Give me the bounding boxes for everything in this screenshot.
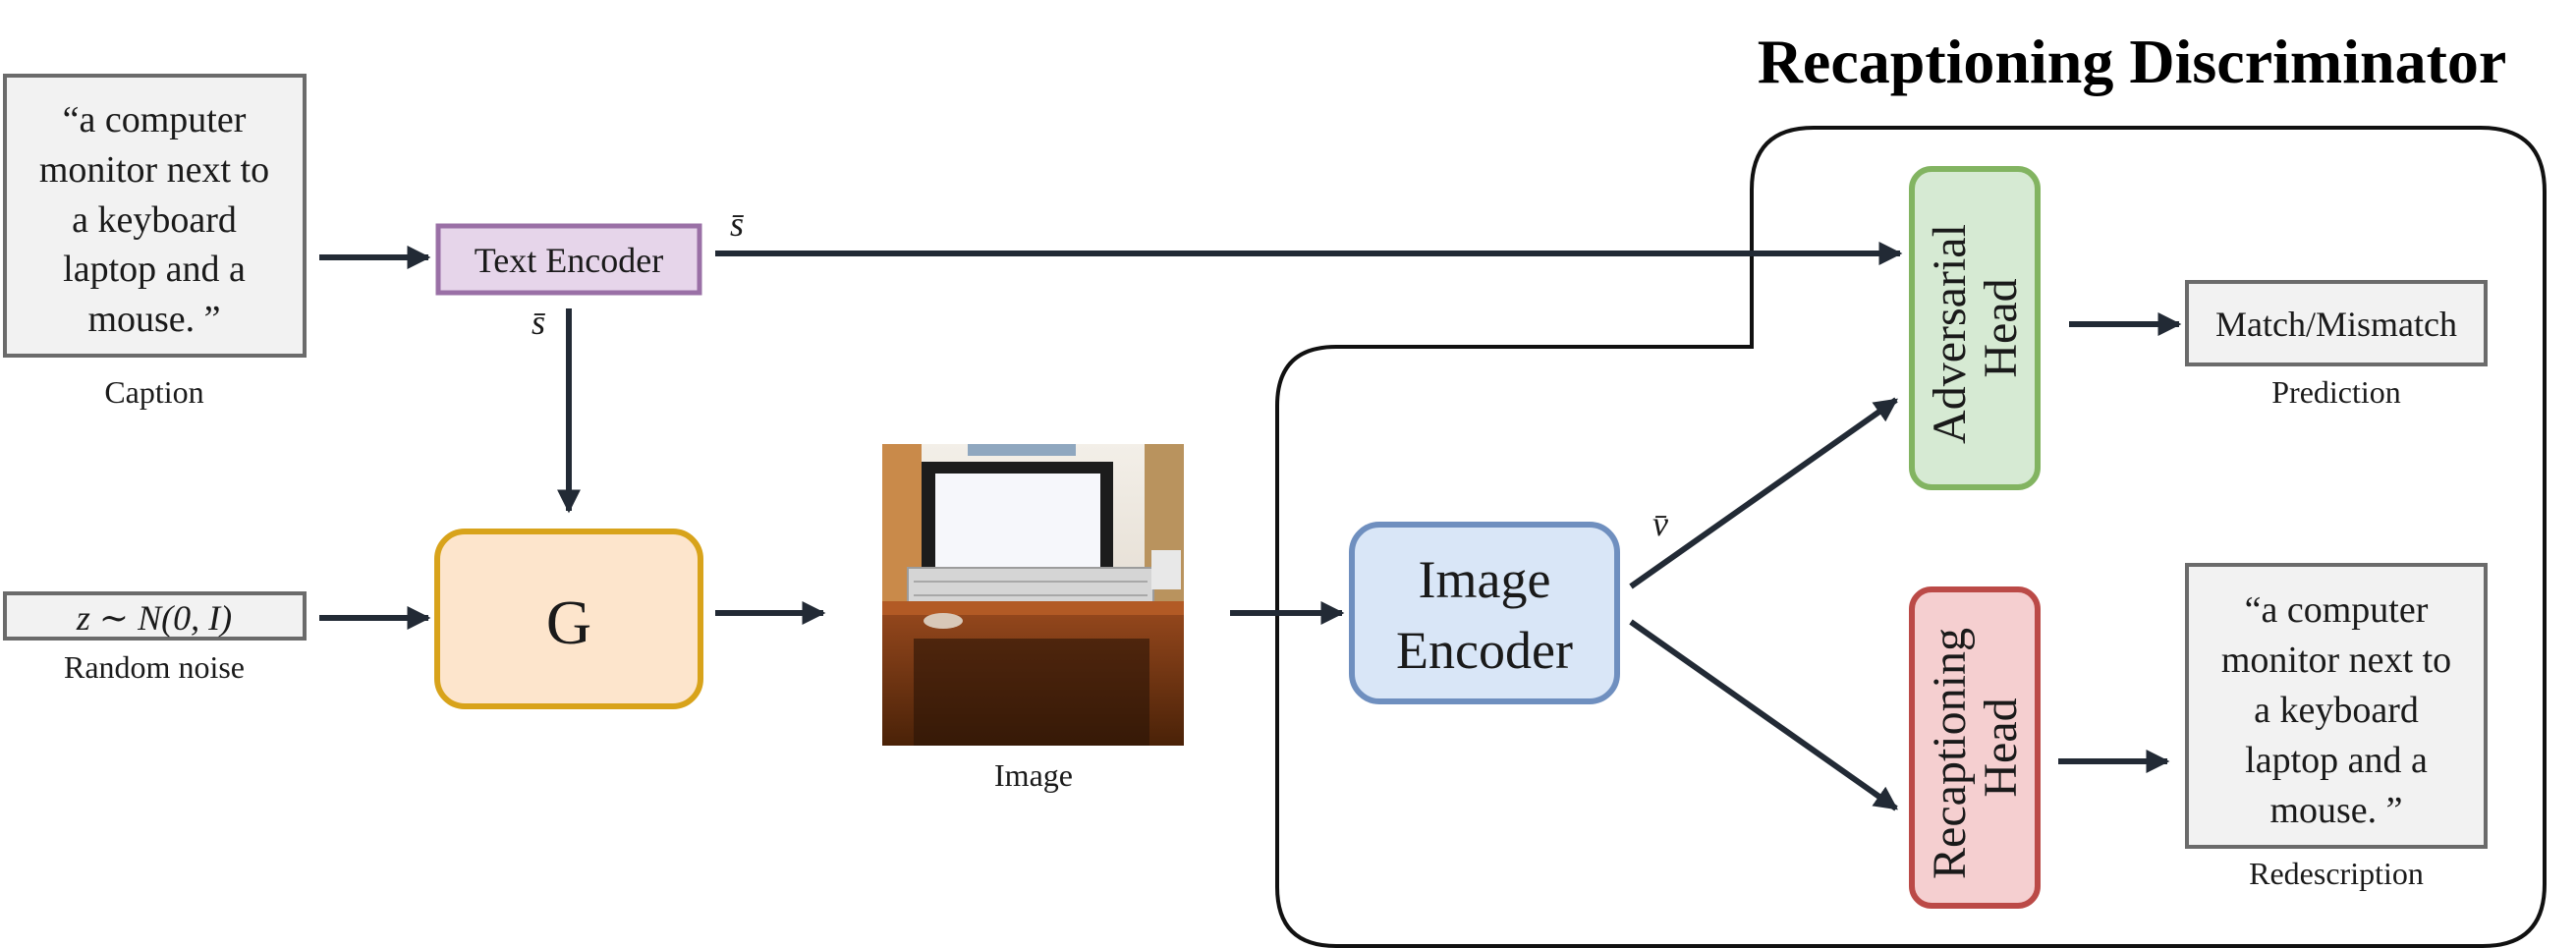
image-label: Image	[994, 757, 1073, 793]
redescription-line: laptop and a	[2245, 740, 2428, 781]
generator-label: G	[546, 587, 591, 657]
recaptioning-head-label-line: Recaptioning	[1924, 628, 1976, 879]
noise-formula: z ∼ N(0, I)	[76, 598, 232, 638]
prediction-label: Prediction	[2271, 374, 2401, 410]
recaptioning-head-label-line: Head	[1975, 697, 2027, 797]
generated-image	[882, 444, 1184, 746]
recaptioning-head-box: Recaptioning Head	[1909, 586, 2041, 909]
caption-line: “a computer	[63, 99, 247, 140]
discriminator-region	[1275, 126, 2547, 948]
redescription-box: “a computer monitor next to a keyboard l…	[2185, 563, 2488, 849]
prediction-box: Match/Mismatch	[2185, 280, 2488, 366]
adversarial-head-box: Adversarial Head	[1909, 166, 2041, 490]
svg-text:Adversarial Head: Adversarial Head	[1924, 212, 2027, 444]
diagram-title: Recaptioning Discriminator	[1758, 27, 2507, 96]
redescription-line: “a computer	[2245, 589, 2429, 631]
redescription-label: Redescription	[2249, 856, 2424, 891]
noise-label: Random noise	[64, 649, 245, 685]
text-encoder-box: Text Encoder	[435, 223, 702, 296]
sentence-embedding-symbol: s̄	[730, 204, 744, 244]
adversarial-head-label-line: Head	[1975, 278, 2027, 377]
caption-label: Caption	[104, 374, 203, 410]
noise-box: z ∼ N(0, I)	[3, 591, 307, 641]
arrow-image-encoder-to-recaptioning-head	[1629, 619, 1898, 811]
text-encoder-label: Text Encoder	[475, 241, 663, 280]
caption-box: “a computer monitor next to a keyboard l…	[3, 74, 307, 358]
image-encoder-box: Image Encoder	[1349, 522, 1620, 704]
image-encoder-label-line: Image	[1419, 550, 1551, 609]
image-encoder-label-line: Encoder	[1396, 621, 1573, 680]
prediction-value: Match/Mismatch	[2215, 305, 2457, 344]
caption-line: a keyboard	[72, 199, 237, 241]
redescription-line: mouse. ”	[2269, 790, 2402, 831]
adversarial-head-label-line: Adversarial	[1924, 224, 1976, 444]
redescription-line: a keyboard	[2254, 690, 2419, 731]
caption-line: monitor next to	[39, 149, 269, 191]
svg-text:Recaptioning Head: Recaptioning Head	[1924, 616, 2027, 879]
image-embedding-symbol: v̄	[1652, 504, 1668, 543]
caption-line: mouse. ”	[87, 299, 220, 340]
sentence-embedding-symbol: s̄	[532, 303, 545, 342]
generator-box: G	[434, 529, 703, 709]
caption-line: laptop and a	[63, 249, 246, 290]
redescription-line: monitor next to	[2221, 640, 2451, 681]
arrow-image-encoder-to-adversarial-head	[1629, 397, 1898, 589]
